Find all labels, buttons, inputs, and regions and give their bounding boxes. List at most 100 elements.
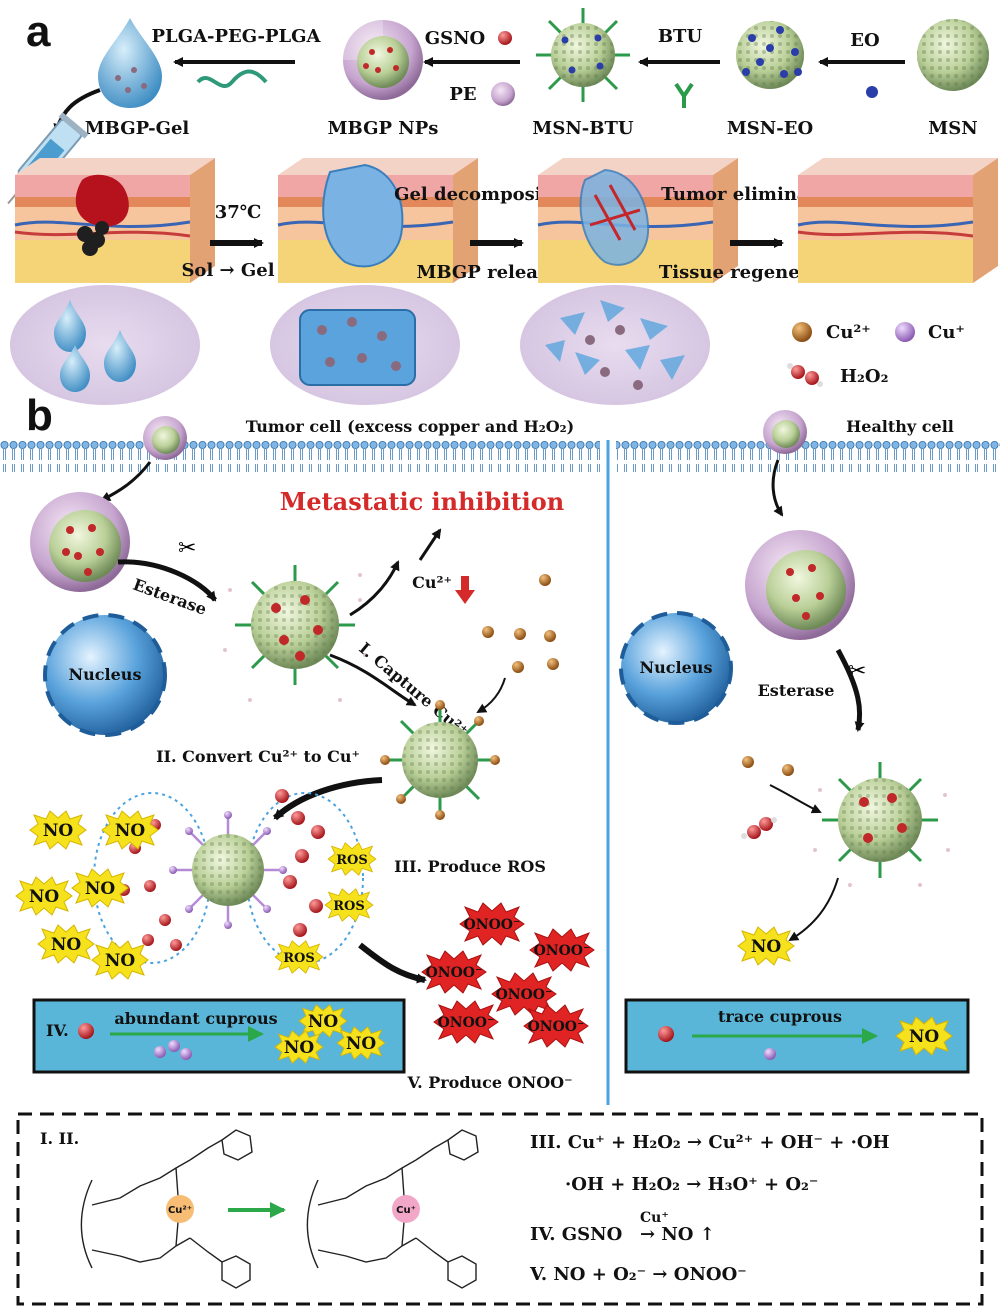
endocytosis-arrow (100, 461, 152, 502)
metastatic-inhibition-label: Metastatic inhibition (280, 487, 564, 516)
tumor-cell-title: Tumor cell (excess copper and H₂O₂) (246, 417, 574, 436)
msn-btu-particle (536, 8, 630, 102)
healthy-cu2-ions (742, 756, 794, 776)
healthy-esterase-arrow (835, 648, 865, 732)
pe-label: PE (449, 84, 476, 105)
skin-block-2 (277, 158, 478, 283)
healthy-internal-np (745, 530, 855, 640)
onoo-label: ONOO⁻ (438, 1015, 495, 1031)
healthy-cell-title: Healthy cell (846, 417, 954, 436)
gel-decomposition-label: Gel decomposition (394, 184, 582, 205)
no-label: NO (308, 1012, 339, 1032)
capture-arrow (329, 653, 417, 707)
healthy-capture-arrow (769, 784, 822, 814)
ros-label: ROS (336, 853, 368, 868)
eo-molecule-icon (866, 86, 878, 98)
tumor-scissors-icon: ✂ (178, 536, 196, 561)
free-cu2-ions (482, 574, 559, 673)
equation-4-post: → NO ↑ (640, 1224, 715, 1245)
healthy-esterase-label: Esterase (758, 681, 835, 700)
mbgp-release-label: MBGP release (416, 262, 559, 283)
btu-molecule-icon (674, 82, 694, 108)
esterase-arrow (117, 559, 217, 602)
gsno-icon (78, 1023, 94, 1039)
cu2-legend-icon (792, 322, 812, 342)
msn-label: MSN (928, 118, 977, 139)
cu1-legend-label: Cu⁺ (928, 322, 965, 343)
trace-cuprous-label: trace cuprous (718, 1007, 842, 1026)
panel-a-letter: a (26, 7, 51, 56)
step3-label: III. Produce ROS (394, 857, 546, 876)
skin-block-1 (14, 158, 215, 283)
onoo-label: ONOO⁻ (534, 943, 591, 959)
no-label: NO (751, 937, 782, 957)
halo-fragments (520, 285, 710, 405)
mechanism-heading: I. II. (40, 1129, 79, 1148)
cu2-center-label: Cu²⁺ (168, 1205, 192, 1216)
pe-icon (491, 82, 515, 106)
equation-4-catalyst: Cu⁺ (640, 1210, 669, 1226)
ros-label: ROS (283, 951, 315, 966)
healthy-cell-membrane (616, 440, 1000, 472)
convert-arrow (272, 777, 383, 821)
cu-plus-np (169, 811, 287, 929)
gsno-label: GSNO (425, 28, 486, 49)
cu1-center-label: Cu⁺ (396, 1205, 416, 1216)
no-label: NO (51, 935, 82, 955)
chelate-structure-cu2 (80, 1129, 253, 1289)
no-label: NO (85, 879, 116, 899)
mechanism-box (16, 1112, 984, 1306)
btu-label: BTU (658, 26, 703, 47)
healthy-nucleus (619, 611, 733, 725)
ros-label: ROS (333, 899, 365, 914)
polymer-label: PLGA-PEG-PLGA (152, 26, 322, 47)
skin-block-4 (797, 158, 998, 283)
gsno-icon (658, 1026, 674, 1042)
step5-label: V. Produce ONOO⁻ (406, 1073, 572, 1092)
tumor-released-np (223, 565, 367, 702)
skin-block-3 (537, 158, 738, 283)
cu2-decrease-label: Cu²⁺ (412, 573, 452, 592)
gsno-dots (118, 819, 182, 951)
no-label: NO (43, 821, 74, 841)
h2o2-dots (275, 789, 325, 937)
mbgp-nps-label: MBGP NPs (328, 118, 439, 139)
healthy-h2o2 (741, 817, 777, 839)
healthy-entering-np (763, 410, 807, 454)
halo-drops (10, 285, 200, 405)
sol-gel-label: Sol → Gel (181, 260, 274, 281)
tumor-internal-np (30, 492, 130, 592)
cu-captured-np (380, 700, 500, 820)
tumor-nucleus-label: Nucleus (69, 665, 142, 684)
mbgp-gel-drop (98, 18, 162, 108)
msn-eo-label: MSN-EO (727, 118, 813, 139)
mbgp-nanoparticle (343, 20, 423, 100)
tumor-nucleus (43, 613, 167, 737)
eo-label: EO (850, 30, 879, 51)
onoo-label: ONOO⁻ (496, 987, 553, 1003)
temp-label: 37℃ (215, 202, 262, 223)
cu2-capture-arrow (476, 677, 506, 714)
tumor-entering-np (143, 416, 187, 460)
healthy-released-np (813, 762, 950, 887)
msn-eo-particle (736, 21, 804, 89)
cu2-legend-label: Cu²⁺ (826, 322, 871, 343)
no-label: NO (284, 1038, 315, 1058)
panel-b-letter: b (26, 391, 53, 440)
msn-particle (917, 19, 989, 91)
polymer-chain-icon (196, 69, 268, 88)
ros-region-oval (246, 792, 364, 964)
equation-4-pre: IV. GSNO (530, 1224, 622, 1245)
onoo-label: ONOO⁻ (426, 965, 483, 981)
cu1-legend-icon (895, 322, 915, 342)
metastatic-arrow (418, 528, 442, 561)
chelate-structure-cu1 (306, 1129, 479, 1289)
equation-3a: III. Cu⁺ + H₂O₂ → Cu²⁺ + OH⁻ + ·OH (530, 1132, 890, 1153)
msn-btu-label: MSN-BTU (532, 118, 633, 139)
no-label: NO (346, 1034, 377, 1054)
onoo-arrow (358, 942, 427, 984)
gsno-icon (498, 31, 512, 45)
equation-3b: ·OH + H₂O₂ → H₃O⁺ + O₂⁻ (565, 1174, 818, 1195)
h2o2-legend-label: H₂O₂ (840, 366, 888, 387)
